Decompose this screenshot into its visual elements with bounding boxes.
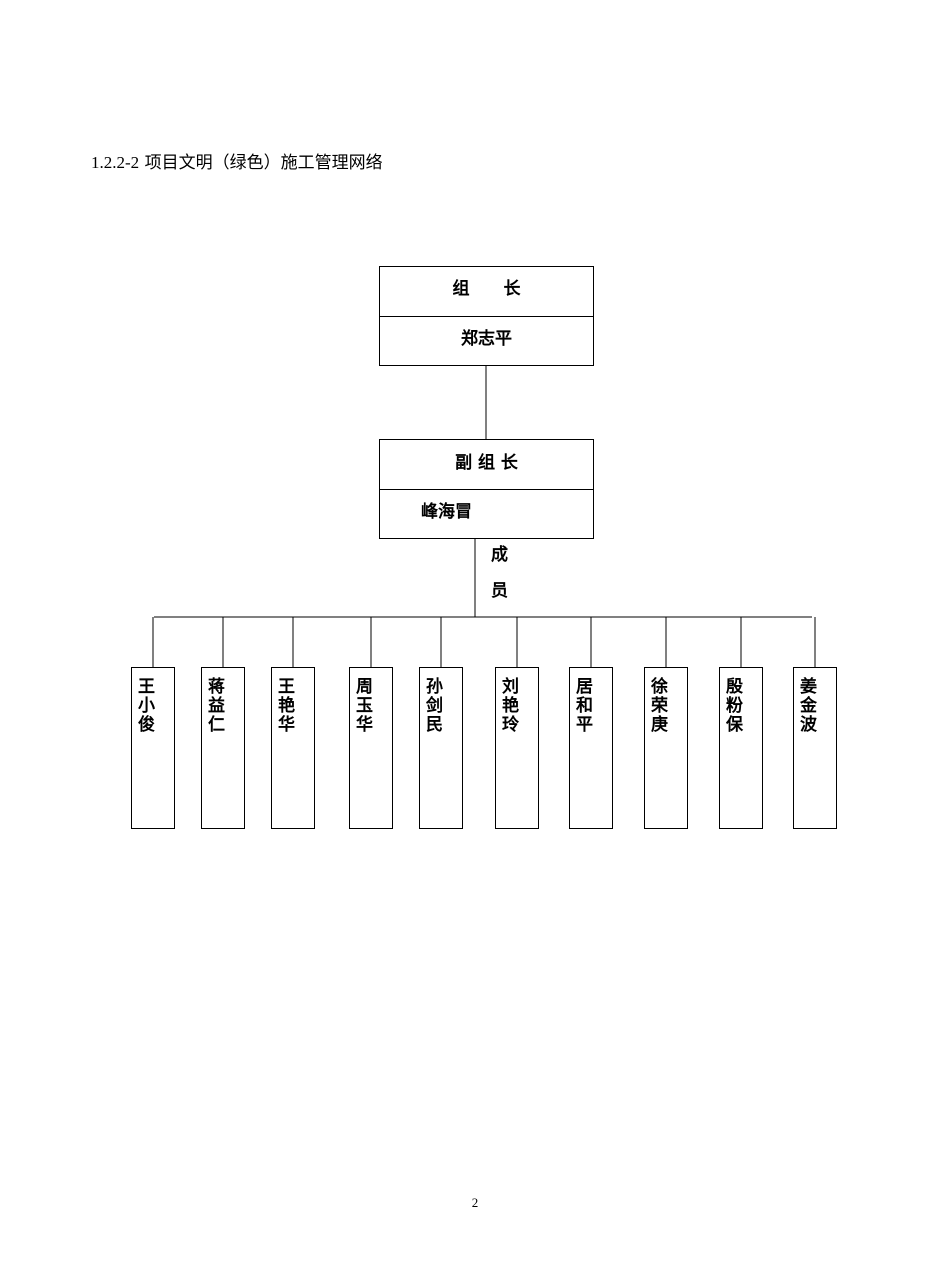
member-box: 周玉华 bbox=[349, 667, 393, 829]
member-name: 王艳华 bbox=[278, 677, 295, 735]
member-name: 刘艳玲 bbox=[502, 677, 519, 735]
member-name: 殷粉保 bbox=[726, 677, 743, 735]
member-box: 居和平 bbox=[569, 667, 613, 829]
member-name: 蒋益仁 bbox=[208, 677, 225, 735]
member-box: 殷粉保 bbox=[719, 667, 763, 829]
leader-divider bbox=[380, 316, 593, 317]
member-name: 孙剑民 bbox=[426, 677, 443, 735]
member-box: 姜金波 bbox=[793, 667, 837, 829]
member-box: 徐荣庚 bbox=[644, 667, 688, 829]
deputy-divider bbox=[380, 489, 593, 490]
leader-box: 组 长 郑志平 bbox=[379, 266, 594, 366]
page-number: 2 bbox=[471, 1195, 479, 1210]
deputy-name: 峰海冒 bbox=[421, 502, 472, 522]
member-box: 王小俊 bbox=[131, 667, 175, 829]
deputy-box: 副 组 长 峰海冒 bbox=[379, 439, 594, 539]
member-box: 蒋益仁 bbox=[201, 667, 245, 829]
section-title: 项目文明（绿色）施工管理网络 bbox=[144, 153, 383, 173]
member-name: 居和平 bbox=[576, 677, 593, 735]
leader-name: 郑志平 bbox=[461, 329, 512, 349]
member-name: 徐荣庚 bbox=[651, 677, 668, 735]
member-box: 刘艳玲 bbox=[495, 667, 539, 829]
member-name: 王小俊 bbox=[138, 677, 155, 735]
deputy-title: 副 组 长 bbox=[455, 453, 518, 473]
section-number: 1.2.2-2 bbox=[91, 153, 140, 172]
members-label-char-2: 员 bbox=[491, 581, 508, 601]
member-box: 孙剑民 bbox=[419, 667, 463, 829]
member-name: 周玉华 bbox=[356, 677, 373, 735]
members-label-char-1: 成 bbox=[491, 545, 508, 565]
section-heading: 1.2.2-2 项目文明（绿色）施工管理网络 bbox=[91, 148, 383, 173]
member-drop-lines bbox=[152, 617, 816, 667]
member-name: 姜金波 bbox=[800, 677, 817, 735]
member-box: 王艳华 bbox=[271, 667, 315, 829]
leader-title: 组 长 bbox=[452, 279, 521, 299]
